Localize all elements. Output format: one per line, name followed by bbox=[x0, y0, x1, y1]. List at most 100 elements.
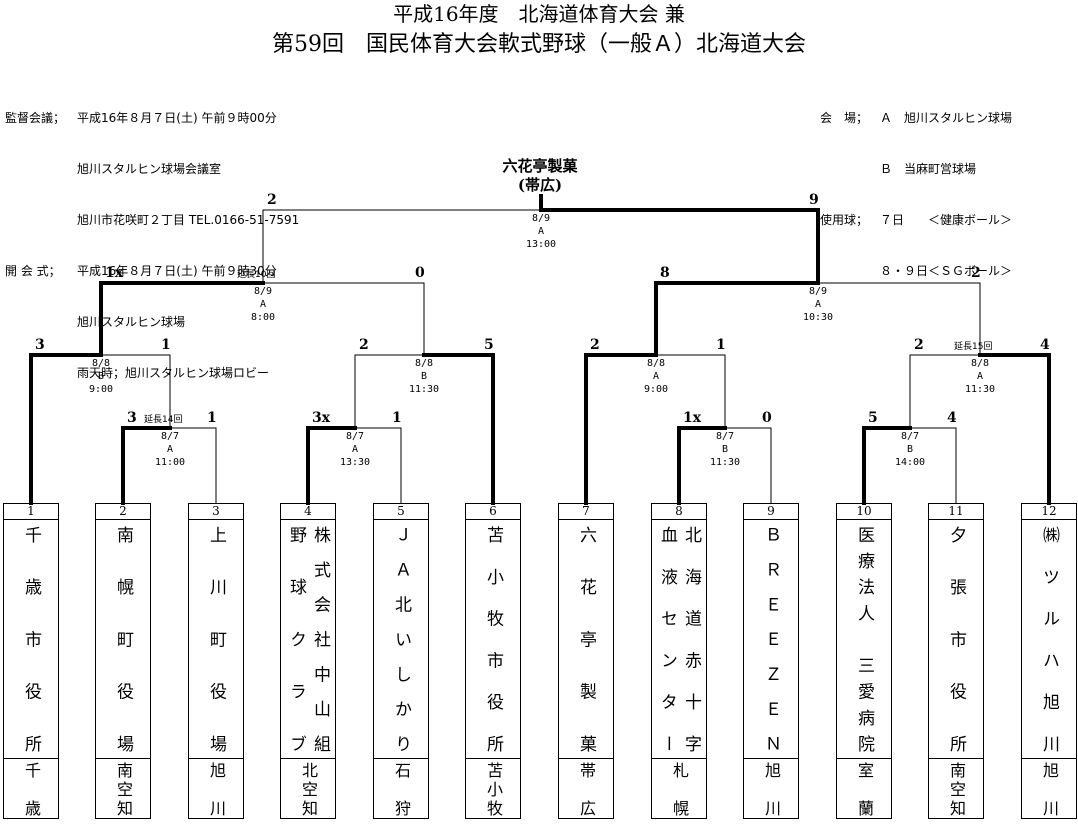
team-region: 千歳 bbox=[4, 759, 58, 819]
team-number: 9 bbox=[744, 504, 798, 520]
team-name-column: 医療法人 三愛病院 bbox=[854, 526, 874, 752]
score-left: 3 bbox=[35, 337, 45, 353]
match-field: A bbox=[652, 371, 660, 382]
match-time: 9:00 bbox=[643, 384, 669, 395]
match-field: A bbox=[259, 299, 267, 310]
team-name: 南幌町役場 bbox=[96, 520, 150, 759]
team-box: 1 千歳市役所千歳 bbox=[3, 503, 59, 819]
team-name: 株式会社中山組野球クラブ bbox=[281, 520, 335, 759]
team-name: 苫小牧市役所 bbox=[466, 520, 520, 759]
team-name: 夕張市役所 bbox=[929, 520, 983, 759]
team-name-column: 苫小牧市役所 bbox=[483, 526, 503, 752]
match-field: B bbox=[97, 371, 105, 382]
team-region: 旭川 bbox=[189, 759, 243, 819]
schedule-info: 監督会議；平成16年８月７日(土) 午前９時00分 旭川スタルヒン球場会議室 旭… bbox=[5, 76, 299, 399]
venue-info: 会 場；Ａ 旭川スタルヒン球場 Ｂ 当麻町営球場 使用球；７日 ＜健康ボール＞ … bbox=[820, 76, 1012, 297]
team-region: 南空知 bbox=[96, 759, 150, 819]
team-box: 2 南幌町役場南空知 bbox=[95, 503, 151, 819]
match-field: B bbox=[420, 371, 428, 382]
team-number: 10 bbox=[837, 504, 891, 520]
score-left: 1x bbox=[683, 410, 702, 426]
team-box: 6 苫小牧市役所苫小牧 bbox=[465, 503, 521, 819]
match-time: 11:30 bbox=[709, 457, 741, 468]
match-date: 8/7 bbox=[900, 431, 920, 442]
team-name: 北海道赤十字血液センター bbox=[652, 520, 706, 759]
team-number: 1 bbox=[4, 504, 58, 520]
team-name: 医療法人 三愛病院 bbox=[837, 520, 891, 759]
team-name-column: 千歳市役所 bbox=[21, 526, 41, 752]
team-name: ＪＡ北いしかり bbox=[374, 520, 428, 759]
match-field: A bbox=[166, 444, 174, 455]
team-number: 3 bbox=[189, 504, 243, 520]
team-number: 4 bbox=[281, 504, 335, 520]
champion-region: (帯広) bbox=[517, 176, 563, 194]
match-date: 8/7 bbox=[345, 431, 365, 442]
title-line-1: 平成16年度 北海道体育大会 兼 bbox=[393, 2, 685, 26]
match-date: 8/7 bbox=[715, 431, 735, 442]
score-right: 1 bbox=[161, 337, 171, 353]
score-right: 0 bbox=[415, 265, 425, 281]
match-date: 8/9 bbox=[531, 213, 551, 224]
team-name-column: ＢＲＥＥＺＥＮ bbox=[761, 526, 781, 752]
match-time: 13:00 bbox=[525, 239, 557, 250]
match-time: 9:00 bbox=[88, 384, 114, 395]
opening-label: 開 会 式； bbox=[5, 264, 61, 278]
match-time: 14:00 bbox=[894, 457, 926, 468]
match-date: 8/9 bbox=[253, 286, 273, 297]
score-right: 5 bbox=[484, 337, 494, 353]
meeting-line: 旭川市花咲町２丁目 TEL.0166-51-7591 bbox=[77, 213, 300, 227]
team-name-column: 血液センター bbox=[657, 526, 677, 752]
meeting-label: 監督会議； bbox=[5, 111, 66, 125]
team-region-text: 南空知 bbox=[947, 762, 966, 816]
team-number: 6 bbox=[466, 504, 520, 520]
extra-innings-note: 延長14回 bbox=[144, 415, 183, 425]
score-left: 1x bbox=[105, 265, 124, 281]
match-time: 11:30 bbox=[408, 384, 440, 395]
score-left: 2 bbox=[359, 337, 369, 353]
team-region-text: 旭川 bbox=[207, 762, 226, 816]
team-name-column: 株式会社中山組 bbox=[310, 526, 330, 752]
score-left: 2 bbox=[267, 192, 277, 208]
team-number: 2 bbox=[96, 504, 150, 520]
match-field: B bbox=[721, 444, 729, 455]
team-region: 南空知 bbox=[929, 759, 983, 819]
team-region-text: 苫小牧 bbox=[484, 762, 503, 816]
team-number: 12 bbox=[1022, 504, 1076, 520]
ball-line: ７日 ＜健康ボール＞ bbox=[880, 213, 1013, 227]
score-left: 2 bbox=[914, 337, 924, 353]
team-name-column: 夕張市役所 bbox=[946, 526, 966, 752]
team-region: 石狩 bbox=[374, 759, 428, 819]
team-region-text: 千歳 bbox=[22, 762, 41, 816]
match-field: B bbox=[906, 444, 914, 455]
match-time: 10:30 bbox=[802, 312, 834, 323]
score-right: 4 bbox=[1040, 337, 1050, 353]
score-right: 1 bbox=[207, 410, 217, 426]
team-region: 室蘭 bbox=[837, 759, 891, 819]
team-name-column: 北海道赤十字 bbox=[681, 526, 701, 752]
team-name: 千歳市役所 bbox=[4, 520, 58, 759]
match-field: A bbox=[351, 444, 359, 455]
team-name-column: 南幌町役場 bbox=[113, 526, 133, 752]
match-field: A bbox=[814, 299, 822, 310]
ball-line: ８・９日＜ＳＧボール＞ bbox=[880, 264, 1013, 278]
team-number: 11 bbox=[929, 504, 983, 520]
extra-innings-note: 延長15回 bbox=[954, 342, 993, 352]
score-right: 1 bbox=[392, 410, 402, 426]
match-date: 8/8 bbox=[414, 358, 434, 369]
match-field: A bbox=[976, 371, 984, 382]
match-date: 8/8 bbox=[91, 358, 111, 369]
ball-label: 使用球； bbox=[820, 213, 869, 227]
score-right: 9 bbox=[809, 192, 819, 208]
score-left: 3x bbox=[312, 410, 331, 426]
team-region-text: 旭川 bbox=[1040, 762, 1059, 816]
team-name-column: ＪＡ北いしかり bbox=[391, 526, 411, 752]
team-name-column: 六花亭製菓 bbox=[576, 526, 596, 752]
meeting-line: 旭川スタルヒン球場会議室 bbox=[77, 162, 222, 176]
match-time: 11:30 bbox=[964, 384, 996, 395]
team-region: 北空知 bbox=[281, 759, 335, 819]
team-region-text: 室蘭 bbox=[855, 762, 874, 816]
match-date: 8/8 bbox=[646, 358, 666, 369]
